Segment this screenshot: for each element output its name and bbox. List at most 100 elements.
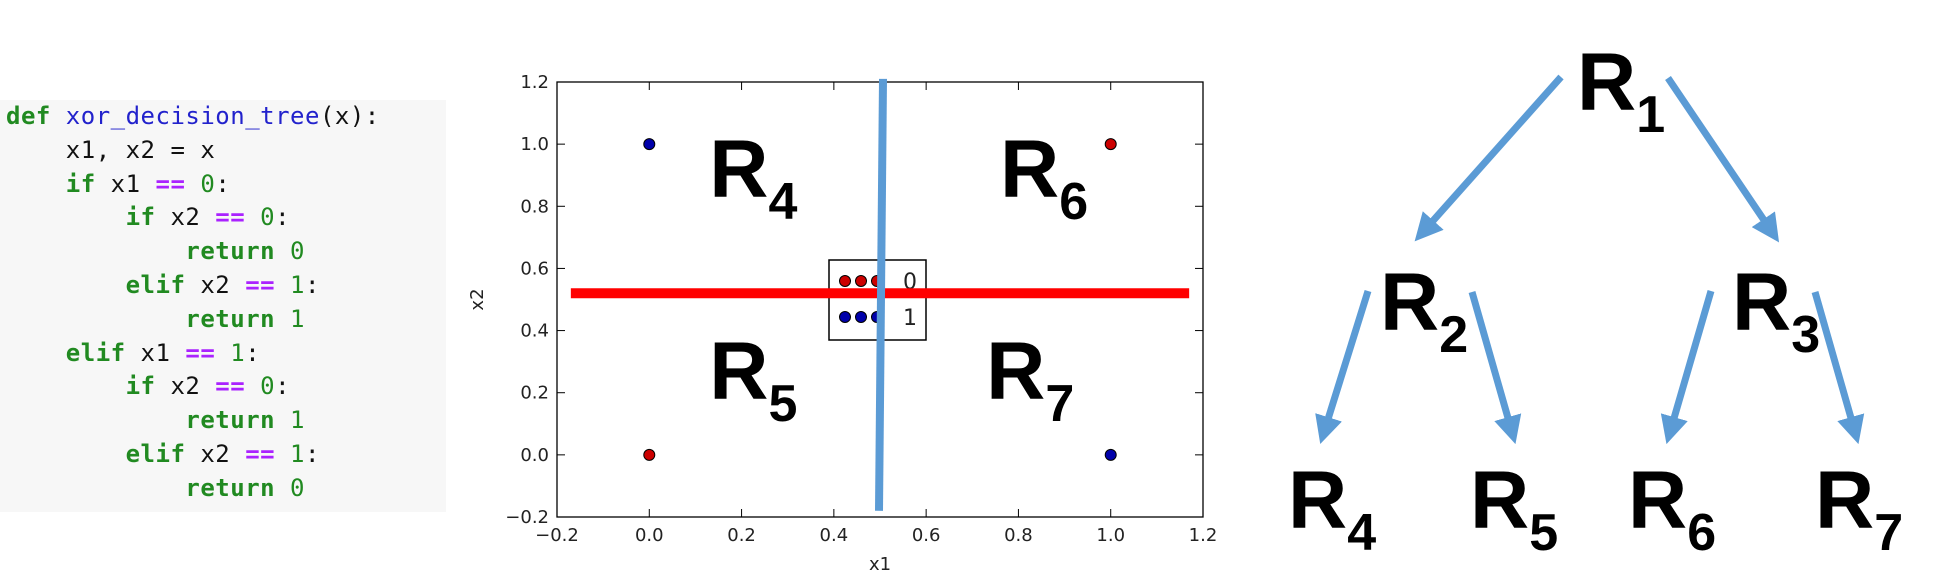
code-line: if x2 == 0: <box>6 203 290 231</box>
y-tick-label: 1.0 <box>520 134 549 155</box>
code-token: == <box>215 372 246 401</box>
code-token: return <box>185 473 276 502</box>
code-block: def xor_decision_tree(x): x1, x2 = x if … <box>6 100 380 506</box>
x-tick-label: 1.2 <box>1189 525 1218 546</box>
x-tick-label: 1.0 <box>1096 525 1125 546</box>
region-label: R4 <box>709 124 797 231</box>
code-token: elif <box>125 270 186 299</box>
tree-edge-R2-R4 <box>1315 289 1372 445</box>
x-tick-label: 0.2 <box>727 525 756 546</box>
code-token: x1 <box>95 169 156 198</box>
region-letter: R <box>709 326 768 417</box>
code-line: x1, x2 = x <box>6 136 215 164</box>
code-token: : <box>305 270 320 299</box>
tree-node-letter: R <box>1380 257 1439 348</box>
code-token: : <box>275 203 291 232</box>
y-tick-label: 0.6 <box>520 258 549 279</box>
tree-node-R2: R2 <box>1380 257 1468 364</box>
tree-node-letter: R <box>1577 37 1636 128</box>
x-tick-label: 0.4 <box>820 525 849 546</box>
tree-edge-R1-R3 <box>1665 76 1780 243</box>
legend-marker <box>839 275 851 287</box>
legend-marker <box>855 311 867 323</box>
tree-node-R7: R7 <box>1815 455 1903 562</box>
x-tick-label: 0.0 <box>635 525 664 546</box>
code-token: return <box>185 406 276 435</box>
code-token: == <box>245 270 276 299</box>
tree-node-letter: R <box>1732 257 1791 348</box>
code-token: x2 <box>155 203 216 232</box>
code-panel: def xor_decision_tree(x): x1, x2 = x if … <box>0 100 446 512</box>
tree-node-subscript: 1 <box>1636 86 1665 144</box>
legend-marker <box>839 311 851 323</box>
region-label: R6 <box>1000 124 1088 231</box>
code-line: return 0 <box>6 237 305 265</box>
data-point-class-0 <box>1104 138 1117 151</box>
y-tick-label: 0.2 <box>520 383 549 404</box>
data-point-class-1 <box>1104 448 1117 461</box>
x-tick-label: −0.2 <box>535 525 579 546</box>
tree-node-R4: R4 <box>1288 455 1376 562</box>
y-tick-label: 1.2 <box>520 72 549 93</box>
code-token: if <box>125 203 156 232</box>
code-token: 1 <box>290 406 305 435</box>
code-line: elif x2 == 1: <box>6 271 320 299</box>
region-subscript: 5 <box>768 375 797 433</box>
y-tick-label: 0.4 <box>520 321 549 342</box>
x-tick-label: 0.6 <box>912 525 941 546</box>
tree-edge-R3-R7 <box>1811 291 1865 445</box>
split-line-vertical <box>875 78 887 511</box>
code-token: if <box>65 169 96 198</box>
code-line: elif x1 == 1: <box>6 339 260 367</box>
y-tick-label: −0.2 <box>505 507 549 528</box>
code-token: == <box>155 169 186 198</box>
region-letter: R <box>709 124 768 215</box>
region-subscript: 6 <box>1059 173 1088 231</box>
region-subscript: 4 <box>768 173 797 231</box>
tree-node-R5: R5 <box>1470 455 1558 562</box>
code-token: 1 <box>290 270 305 299</box>
code-token: x1, x2 = x <box>6 135 216 164</box>
tree-node-letter: R <box>1470 455 1529 546</box>
tree-node-R3: R3 <box>1732 257 1820 364</box>
code-line: return 1 <box>6 305 305 333</box>
code-token: : <box>215 169 231 198</box>
tree-node-subscript: 2 <box>1439 306 1468 364</box>
code-token: 0 <box>260 203 276 232</box>
code-token: x2 <box>155 372 216 401</box>
y-tick-label: 0.8 <box>520 196 549 217</box>
data-point-class-0 <box>643 448 656 461</box>
code-token: x2 <box>185 439 246 468</box>
code-token: : <box>275 372 291 401</box>
code-token: : <box>305 439 320 468</box>
region-letter: R <box>986 326 1045 417</box>
x-axis-label: x1 <box>869 554 891 575</box>
code-token: 1 <box>290 439 305 468</box>
tree-node-subscript: 7 <box>1874 504 1903 562</box>
code-line: if x1 == 0: <box>6 170 230 198</box>
tree-edge-R3-R6 <box>1660 290 1715 445</box>
code-token: (x): <box>319 102 380 130</box>
code-token: 0 <box>200 169 216 198</box>
code-token: == <box>215 203 246 232</box>
tree-edge-R1-R2 <box>1414 74 1564 242</box>
region-label: R5 <box>709 326 797 433</box>
tree-node-subscript: 6 <box>1687 504 1716 562</box>
region-label: R7 <box>986 326 1074 433</box>
legend-label: 1 <box>903 306 917 331</box>
tree-node-R6: R6 <box>1628 455 1716 562</box>
code-token: 1 <box>230 338 246 367</box>
region-letter: R <box>1000 124 1059 215</box>
code-token: return <box>185 237 276 266</box>
tree-edge-R2-R5 <box>1468 291 1522 445</box>
code-line: elif x2 == 1: <box>6 440 320 468</box>
tree-node-R1: R1 <box>1577 37 1665 144</box>
code-line: return 0 <box>6 474 305 502</box>
y-tick-label: 0.0 <box>520 445 549 466</box>
code-token: == <box>185 338 216 367</box>
code-token: return <box>185 304 276 333</box>
code-line: if x2 == 0: <box>6 372 290 400</box>
code-token: 1 <box>290 304 305 333</box>
